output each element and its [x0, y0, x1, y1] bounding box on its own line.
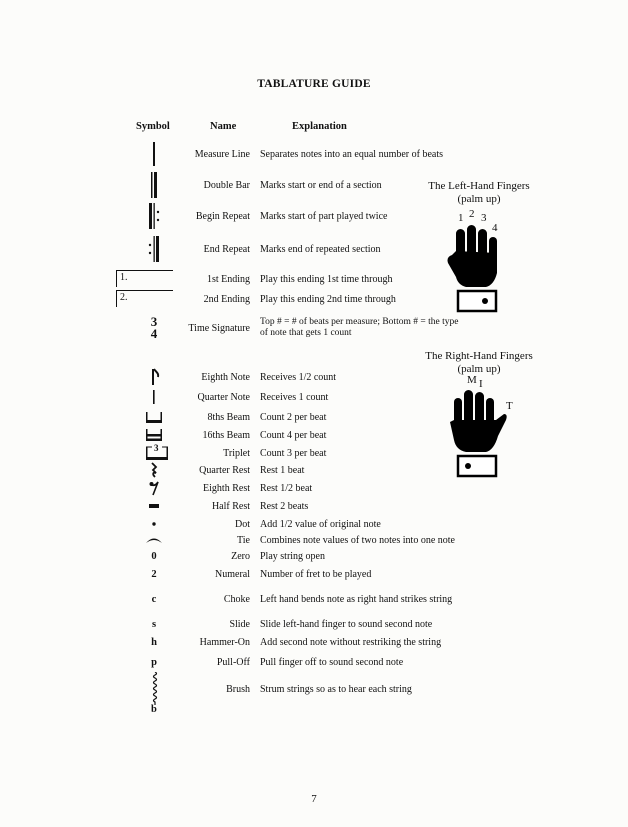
row-time-signature: 3 4 Time Signature Top # = # of beats pe…	[0, 315, 628, 341]
first-ending-symbol: 1.	[116, 270, 173, 287]
row-quarter-rest: Quarter Rest Rest 1 beat	[0, 459, 628, 481]
zero-symbol: 0	[151, 550, 157, 562]
row-quarter-note: Quarter Note Receives 1 count	[0, 386, 628, 408]
row-1st-ending: 1. 1st Ending Play this ending 1st time …	[0, 268, 628, 290]
left-hand-caption: The Left-Hand Fingers (palm up)	[428, 180, 530, 205]
row-2nd-ending: 2. 2nd Ending Play this ending 2nd time …	[0, 288, 628, 310]
begin-repeat-symbol	[128, 203, 180, 229]
row-double-bar: Double Bar Marks start or end of a secti…	[0, 172, 628, 198]
tie-symbol	[128, 529, 180, 551]
right-hand-icon	[450, 390, 507, 478]
quarter-note-symbol	[128, 386, 180, 408]
row-tie: Tie Combines note values of two notes in…	[0, 529, 628, 551]
header-explanation: Explanation	[292, 121, 347, 132]
choke-symbol: c	[151, 593, 157, 605]
row-brush: b Brush Strum strings so as to hear each…	[0, 672, 628, 715]
row-measure-line: Measure Line Separates notes into an equ…	[0, 142, 628, 166]
row-zero: 0 Zero Play string open	[0, 545, 628, 567]
eighths-beam-symbol	[128, 406, 180, 428]
page-title: TABLATURE GUIDE	[257, 78, 371, 90]
row-hammer-on: h Hammer-On Add second note without rest…	[0, 631, 628, 653]
left-finger-label-1: 1	[458, 212, 464, 224]
left-finger-label-3: 3	[481, 212, 487, 224]
row-begin-repeat: Begin Repeat Marks start of part played …	[0, 203, 628, 229]
time-signature-symbol: 3 4	[150, 314, 158, 341]
left-hand-icon	[447, 225, 498, 313]
right-hand-caption: The Right-Hand Fingers (palm up)	[425, 350, 533, 375]
sixteenths-beam-symbol	[128, 424, 180, 446]
eighth-note-symbol	[128, 366, 180, 388]
page-number: 7	[311, 793, 317, 805]
right-hand-diagram: M I T	[444, 372, 520, 480]
row-triplet: 3 Triplet Count 3 per beat	[0, 442, 628, 464]
double-bar-symbol	[128, 172, 180, 198]
row-choke: c Choke Left hand bends note as right ha…	[0, 588, 628, 610]
end-repeat-symbol	[128, 236, 180, 262]
half-rest-symbol	[128, 495, 180, 517]
row-end-repeat: End Repeat Marks end of repeated section	[0, 236, 628, 262]
right-finger-label-m: M	[467, 374, 477, 386]
row-half-rest: Half Rest Rest 2 beats	[0, 495, 628, 517]
row-pull-off: p Pull-Off Pull finger off to sound seco…	[0, 651, 628, 673]
right-finger-label-i: I	[479, 378, 483, 390]
row-16ths-beam: 16ths Beam Count 4 per beat	[0, 424, 628, 446]
slide-symbol: s	[151, 618, 157, 630]
measure-line-symbol	[128, 142, 180, 166]
second-ending-symbol: 2.	[116, 290, 173, 307]
left-finger-label-2: 2	[469, 208, 475, 220]
left-finger-label-4: 4	[492, 222, 498, 234]
row-8ths-beam: 8ths Beam Count 2 per beat	[0, 406, 628, 428]
right-finger-label-t: T	[506, 400, 513, 412]
row-eighth-rest: Eighth Rest Rest 1/2 beat	[0, 477, 628, 499]
pull-off-symbol: p	[151, 656, 157, 668]
dot-symbol	[128, 513, 180, 535]
header-symbol: Symbol	[136, 121, 170, 132]
left-hand-diagram: 1 2 3 4	[444, 207, 510, 315]
row-dot: Dot Add 1/2 value of original note	[0, 513, 628, 535]
brush-symbol: b	[148, 672, 162, 718]
row-eighth-note: Eighth Note Receives 1/2 count	[0, 366, 628, 388]
row-numeral: 2 Numeral Number of fret to be played	[0, 563, 628, 585]
triplet-symbol: 3	[128, 442, 180, 464]
header-name: Name	[210, 121, 237, 132]
row-slide: s Slide Slide left-hand finger to sound …	[0, 613, 628, 635]
quarter-rest-symbol	[128, 459, 180, 481]
eighth-rest-symbol	[128, 477, 180, 499]
hammer-on-symbol: h	[151, 636, 157, 648]
numeral-symbol: 2	[151, 568, 157, 580]
